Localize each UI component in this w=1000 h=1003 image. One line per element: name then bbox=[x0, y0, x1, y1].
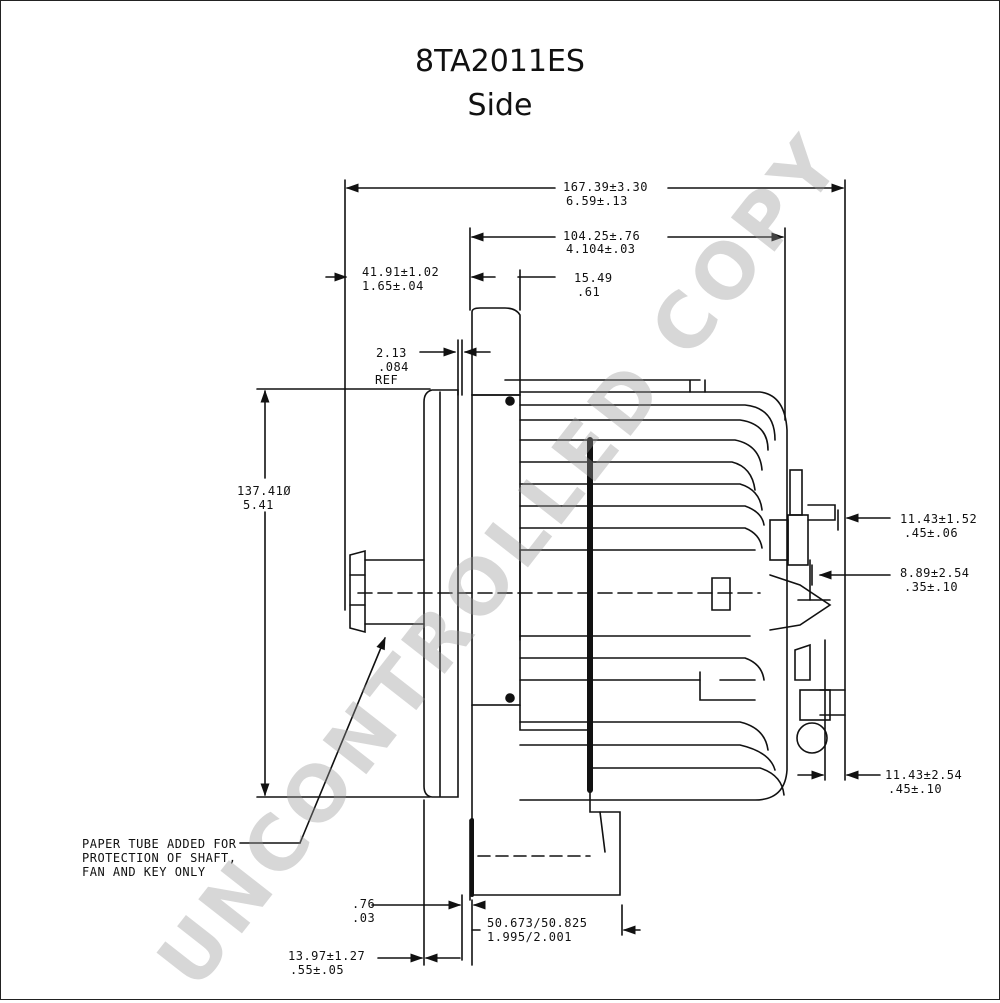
flange-thickness-mm: 15.49 bbox=[574, 271, 613, 285]
note-line-2: PROTECTION OF SHAFT, bbox=[82, 851, 237, 865]
dim-body-length bbox=[469, 227, 786, 421]
shaft-step-ref: REF bbox=[375, 373, 399, 387]
terminal-middle-mm: 8.89±2.54 bbox=[900, 566, 970, 580]
front-flange bbox=[470, 307, 621, 897]
terminal-lower-mm: 11.43±2.54 bbox=[885, 768, 963, 782]
face-offset-mm: .76 bbox=[352, 897, 376, 911]
hub-to-face-mm: 41.91±1.02 bbox=[362, 265, 440, 279]
body-length-mm: 104.25±.76 bbox=[563, 229, 641, 243]
pulley bbox=[423, 389, 459, 798]
pulley-diameter-inch: 5.41 bbox=[243, 498, 274, 512]
terminal-upper-mm: 11.43±1.52 bbox=[900, 512, 978, 526]
pulley-width-inch: .55±.05 bbox=[290, 963, 345, 977]
view-title: Side bbox=[467, 88, 533, 123]
terminal-upper-inch: .45±.06 bbox=[904, 526, 959, 540]
rear-terminals bbox=[711, 469, 846, 781]
mount-bore-inch: 1.995/2.001 bbox=[487, 930, 572, 944]
dim-pulley-diameter bbox=[256, 388, 431, 798]
dim-bottom bbox=[371, 799, 641, 966]
dim-shaft-step bbox=[419, 339, 491, 396]
mount-bore-mm: 50.673/50.825 bbox=[487, 916, 588, 930]
note-line-3: FAN AND KEY ONLY bbox=[82, 865, 206, 879]
terminal-middle-inch: .35±.10 bbox=[904, 580, 959, 594]
dim-overall-length bbox=[344, 179, 846, 781]
model-title: 8TA2011ES bbox=[415, 44, 585, 79]
mount-leader bbox=[599, 811, 606, 853]
dim-terminals bbox=[797, 509, 891, 780]
overall-length-mm: 167.39±3.30 bbox=[563, 180, 648, 194]
dim-hub-flange bbox=[325, 269, 556, 311]
terminal-lower-inch: .45±.10 bbox=[888, 782, 943, 796]
shaft-nut bbox=[349, 549, 425, 634]
note-line-1: PAPER TUBE ADDED FOR bbox=[82, 837, 237, 851]
note-leader bbox=[239, 636, 386, 844]
body-length-inch: 4.104±.03 bbox=[566, 242, 636, 256]
alternator-housing bbox=[504, 379, 788, 801]
face-offset-inch: .03 bbox=[352, 911, 376, 925]
shaft-step-inch: .084 bbox=[378, 360, 409, 374]
pulley-diameter-mm: 137.41Ø bbox=[237, 484, 292, 498]
overall-length-inch: 6.59±.13 bbox=[566, 194, 628, 208]
hub-to-face-inch: 1.65±.04 bbox=[362, 279, 424, 293]
pulley-width-mm: 13.97±1.27 bbox=[288, 949, 366, 963]
shaft-step-mm: 2.13 bbox=[376, 346, 407, 360]
flange-thickness-inch: .61 bbox=[577, 285, 601, 299]
